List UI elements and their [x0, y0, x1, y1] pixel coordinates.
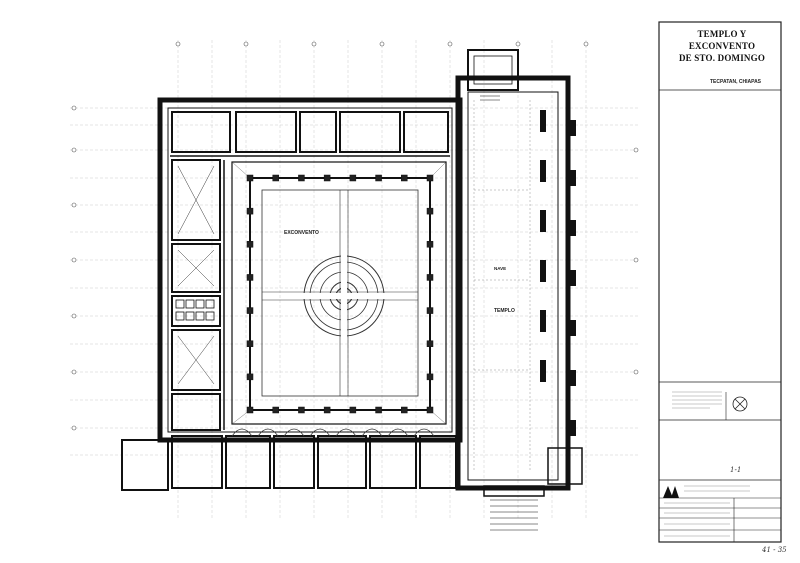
cloister-pillar — [246, 174, 254, 182]
cloister-pillar — [426, 373, 434, 381]
church-apse — [467, 49, 519, 101]
title-line-2: DE STO. DOMINGO — [678, 53, 766, 63]
cloister-pillar — [426, 406, 434, 414]
cloister-pillar — [323, 174, 331, 182]
corner-note: 41 - 35 — [762, 546, 787, 554]
cloister-pillar — [246, 340, 254, 347]
west-rooms — [171, 159, 225, 431]
institution-logo — [663, 486, 679, 498]
north-rooms — [170, 111, 450, 157]
cloister-pillar — [426, 174, 434, 182]
notes-lines — [664, 391, 750, 537]
label-courtyard: EXCONVENTO — [284, 230, 319, 236]
cloister-pillar — [426, 241, 434, 248]
church-entrance — [483, 447, 583, 531]
cloister-gallery — [231, 161, 447, 425]
courtyard-garden — [261, 189, 419, 397]
restroom-stalls — [175, 299, 215, 321]
cloister-pillar — [426, 307, 434, 314]
south-arches — [231, 428, 435, 437]
cloister-pillars — [246, 174, 434, 414]
title-block-title: TEMPLO Y EXCONVENTO DE STO. DOMINGO — [672, 28, 772, 64]
cloister-pillar — [272, 406, 279, 414]
label-nave: NAVE — [494, 266, 507, 271]
south-rooms — [171, 435, 457, 489]
cloister-pillar — [246, 241, 254, 248]
cloister-pillar — [349, 406, 357, 414]
cloister-pillar — [298, 406, 305, 414]
west-cross-vaults — [177, 165, 215, 385]
cloister-pillar — [298, 174, 305, 182]
cloister-pillar — [246, 373, 254, 381]
cloister-pillar — [246, 207, 254, 215]
cloister-pillar — [401, 406, 408, 414]
cloister-pillar — [426, 340, 434, 347]
cloister-pillar — [401, 174, 408, 182]
title-block-city: TECPATAN, CHIAPAS — [710, 79, 762, 85]
cloister-pillar — [246, 274, 254, 281]
cloister-pillar — [272, 174, 279, 182]
west-annex — [121, 439, 169, 491]
cloister-pillar — [246, 406, 254, 414]
cloister-pillar — [375, 406, 382, 414]
title-block-frame — [658, 21, 782, 543]
cloister-pillar — [426, 274, 434, 281]
cloister-pillar — [246, 307, 254, 314]
cloister-pillar — [426, 207, 434, 215]
cloister-pillar — [375, 174, 382, 182]
cloister-pillar — [349, 174, 357, 182]
north-arrow-icon — [732, 396, 748, 412]
church-buttresses — [540, 110, 576, 436]
church-nave-lines — [473, 100, 531, 470]
sheet-number-note: 1-1 — [730, 466, 742, 474]
label-church: TEMPLO — [494, 308, 515, 314]
title-line-1: TEMPLO Y EXCONVENTO — [688, 29, 756, 51]
church-walls — [455, 75, 571, 491]
grid-markers — [71, 41, 639, 431]
cloister-pillar — [323, 406, 331, 414]
